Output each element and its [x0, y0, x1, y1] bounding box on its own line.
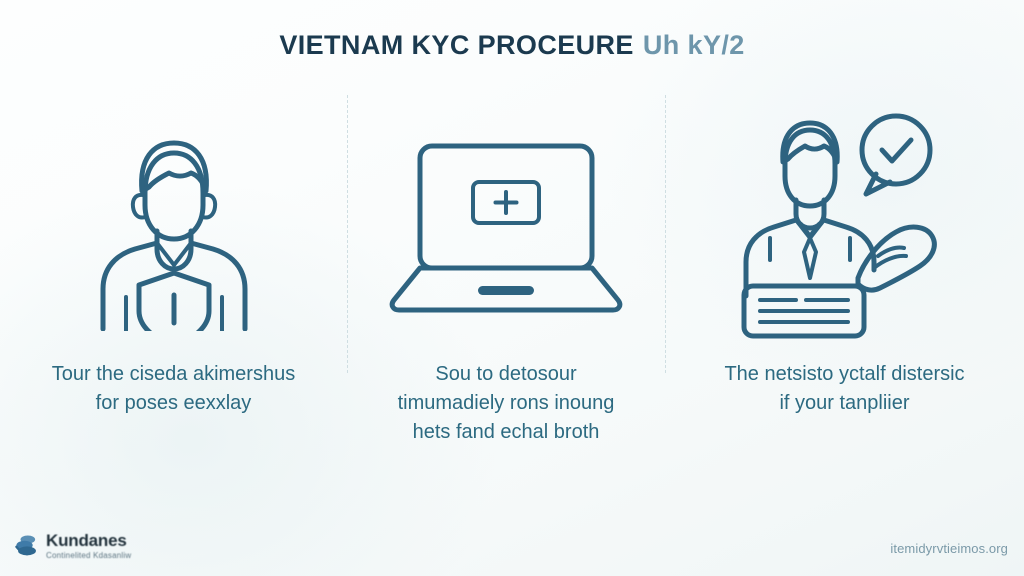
- step-column-3: The netsisto yctalf distersic if your ta…: [665, 100, 1024, 418]
- brand-logo: Kundanes Continelited Kdasanliw: [14, 532, 131, 560]
- step-caption-1: Tour the ciseda akimershus for poses eex…: [51, 363, 296, 414]
- column-divider-1: [347, 95, 348, 373]
- brand-tagline: Continelited Kdasanliw: [46, 551, 132, 560]
- step-column-2: Sou to detosour timumadiely rons inoung …: [347, 100, 665, 447]
- step-caption-2: Sou to detosour timumadiely rons inoung …: [397, 363, 615, 443]
- brand-name: Kundanes: [46, 531, 127, 550]
- person-approval-document-icon: [738, 100, 952, 350]
- person-with-shield-badge-icon: [81, 100, 267, 350]
- page-title-suffix: Uh kY/2: [642, 30, 745, 60]
- step-caption-3: The netsisto yctalf distersic if your ta…: [724, 363, 965, 414]
- brand-logo-text: Kundanes Continelited Kdasanliw: [46, 532, 131, 560]
- column-divider-2: [665, 95, 666, 373]
- page-title-main: VIETNAM KYC PROCEURE: [279, 30, 634, 60]
- stacked-layers-logo-icon: [15, 535, 36, 556]
- step-column-1: Tour the ciseda akimershus for poses eex…: [0, 100, 347, 418]
- footer-website-url: itemidyrvtieimos.org: [890, 541, 1008, 556]
- steps-container: Tour the ciseda akimershus for poses eex…: [0, 100, 1024, 447]
- laptop-with-plus-screen-icon: [386, 100, 626, 350]
- page-title: VIETNAM KYC PROCEURE Uh kY/2: [0, 30, 1024, 61]
